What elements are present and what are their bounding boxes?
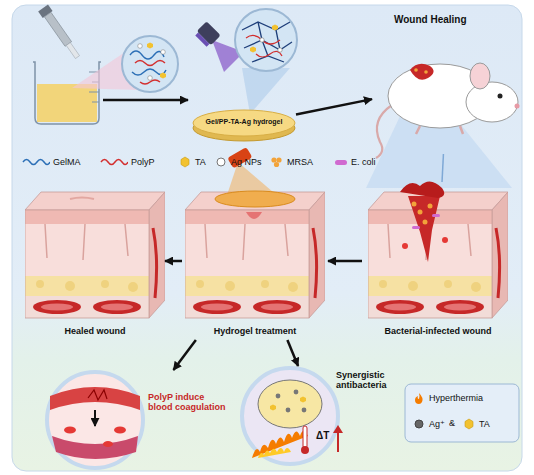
legend-connector-text: &: [449, 418, 455, 428]
background-panel: [12, 5, 522, 471]
legend-entry: GelMA: [22, 155, 81, 169]
legend-entry: E. coli: [334, 155, 376, 169]
node-label: PolyP induce blood coagulation: [148, 392, 230, 413]
legend-sample: [462, 418, 476, 430]
flow-arrow: [296, 99, 372, 114]
treatment-overlay: [215, 147, 295, 219]
flow-arrow: [173, 340, 195, 370]
zoom-line: [442, 154, 443, 182]
legend-sample: [100, 156, 128, 168]
node-sublabel: ΔT: [316, 430, 342, 442]
legend-sample: [22, 156, 50, 168]
legend-text: Hyperthermia: [429, 393, 483, 403]
healed-scar: [70, 198, 94, 200]
legend-box: [405, 384, 519, 442]
beaker: [33, 62, 101, 124]
legend-entry: Hyperthermia: [412, 391, 483, 405]
legend-text: GelMA: [53, 157, 81, 167]
hydrogel-disk: Gel/PP-TA-Ag hydrogel: [192, 108, 296, 142]
legend-text: MRSA: [287, 157, 313, 167]
process-arrow: [103, 99, 188, 102]
infected-wound-stage: Bacterial-infected wound: [362, 182, 514, 340]
node-label: Hydrogel treatment: [182, 326, 328, 336]
legend-text: PolyP: [131, 157, 155, 167]
mouse: [366, 63, 520, 188]
legend-entry: MRSA: [270, 155, 313, 169]
legend-entry: TA: [178, 155, 206, 169]
infected-skin-block: [368, 192, 508, 318]
network-inset: [235, 9, 297, 114]
treated-skin-block: [185, 192, 325, 318]
legend-sample: [412, 392, 426, 404]
coagulation-inset: [47, 372, 143, 468]
legend-text: Ag NPs: [231, 157, 262, 167]
pipette: [38, 5, 82, 61]
healed-skin-block: [25, 192, 165, 318]
node-label: Wound Healing: [394, 14, 514, 26]
legend-entry: Ag⁺: [412, 417, 445, 431]
antibacterial-circle: Synergistic antibacteriaΔT: [236, 366, 402, 468]
legend-entry: Ag NPs: [214, 155, 262, 169]
flow-arrow: [287, 340, 298, 366]
legend-text: E. coli: [351, 157, 376, 167]
node-label: Synergistic antibacteria: [336, 370, 402, 391]
mixture-inset: [72, 36, 178, 92]
treatment-stage: Hydrogel treatment: [182, 182, 328, 340]
legend-text: Ag⁺: [429, 419, 445, 429]
legend-text: TA: [195, 157, 206, 167]
legend-sample: [178, 156, 192, 168]
legend-text: TA: [479, 419, 490, 429]
antibacterial-inset: [242, 368, 343, 464]
flow-arrow: [328, 260, 362, 263]
coagulation-circle: PolyP induce blood coagulation: [42, 370, 230, 470]
node-label: Bacterial-infected wound: [362, 326, 514, 336]
flow-arrow: [165, 260, 182, 263]
legend-entry: TA: [462, 417, 490, 431]
node-label: Healed wound: [25, 326, 165, 336]
mouse-model: Wound Healing: [372, 14, 522, 154]
legend-sample: [270, 156, 284, 168]
legend-sample: [334, 156, 348, 168]
legend-sample: [214, 156, 228, 168]
legend-entry: PolyP: [100, 155, 155, 169]
node-label: Gel/PP-TA-Ag hydrogel: [192, 118, 296, 126]
legend-sample: [412, 418, 426, 430]
infected-overlay: [400, 181, 448, 262]
healed-wound-stage: Healed wound: [25, 182, 165, 340]
